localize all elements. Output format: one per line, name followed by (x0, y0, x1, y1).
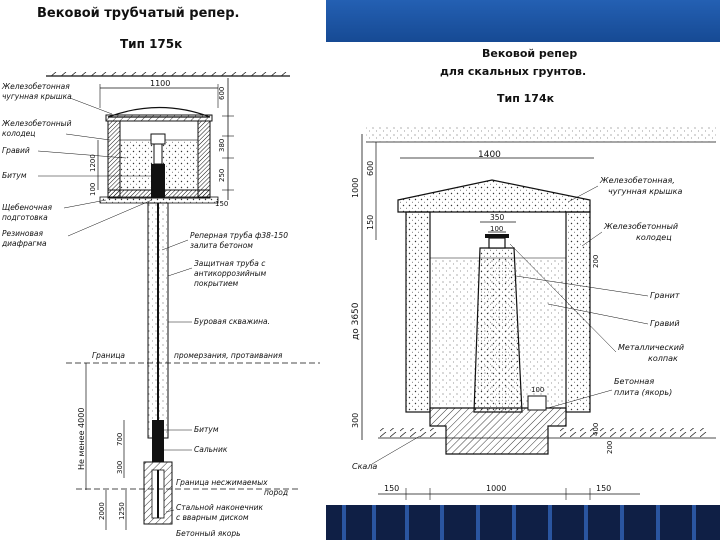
left-type: Тип 175к (120, 37, 182, 51)
label-freeze: промерзания, протаивания (174, 351, 283, 360)
label-granite: Гранит (650, 291, 680, 300)
footer-stripe (584, 505, 588, 540)
label-bitumen: Битум (2, 171, 27, 180)
dim-600: 600 (218, 87, 226, 100)
label-crushed-line2: подготовка (2, 213, 48, 222)
right-title-line1: Вековой репер (482, 47, 577, 60)
footer-stripe (440, 505, 444, 540)
dim-200-bottom: 200 (606, 441, 614, 454)
dim-1000-right: 1000 (351, 178, 360, 198)
label-gravel: Гравий (2, 146, 30, 155)
footer-stripe (405, 505, 409, 540)
label-anchor: Бетонный якорь (176, 529, 241, 538)
dim-250: 250 (218, 169, 226, 182)
dim-600-right: 600 (366, 161, 375, 176)
dim-350: 350 (490, 213, 505, 222)
label-rock: Скала (352, 462, 377, 471)
label-slab-line1: Бетонная (614, 377, 654, 386)
footer-stripe (620, 505, 624, 540)
footer-stripe (476, 505, 480, 540)
label-boundary: Граница (92, 351, 125, 360)
slide-header-band (326, 0, 720, 42)
right-labels: Железобетонная, чугунная крышка Железобе… (352, 176, 684, 471)
footer-stripe (692, 505, 696, 540)
left-drawing: Вековой трубчатый репер. Тип 175к 1100 6… (1, 6, 320, 538)
right-title-line2: для скальных грунтов. (440, 65, 586, 78)
label-cap-line1: Металлический (618, 343, 684, 352)
label-pipe-line1: Реперная труба ф38-150 (190, 231, 288, 240)
label-right-cover-line2: чугунная крышка (608, 187, 682, 196)
dim-700: 700 (116, 433, 124, 446)
dim-100: 100 (89, 183, 97, 196)
label-slab-line2: плита (якорь) (614, 388, 672, 397)
footer-stripe (548, 505, 552, 540)
label-cover-line1: Железобетонная (1, 82, 70, 91)
label-tip-line1: Стальной наконечник (176, 503, 264, 512)
dim-200-top: 200 (592, 255, 600, 268)
dim-300-right: 300 (351, 413, 360, 428)
label-cap-line2: колпак (648, 354, 678, 363)
footer-stripe (372, 505, 376, 540)
left-title: Вековой трубчатый репер. (37, 6, 239, 21)
dim-bottom-1000: 1000 (486, 484, 506, 493)
dim-100-top: 100 (490, 225, 503, 233)
dim-380: 380 (218, 139, 226, 152)
dim-2000: 2000 (98, 502, 106, 520)
dim-1200: 1200 (89, 154, 97, 172)
dim-bottom-150-right: 150 (596, 484, 611, 493)
label-protect-line2: антикоррозийным (194, 269, 267, 278)
label-bitumen-lower: Битум (194, 425, 219, 434)
dim-4000: Не менее 4000 (77, 408, 86, 470)
dim-100-bottom: 100 (531, 386, 544, 394)
label-cover-line2: чугунная крышка (2, 92, 72, 101)
dim-400: 400 (592, 423, 600, 436)
footer-stripe (342, 505, 346, 540)
dim-1100: 1100 (150, 79, 170, 88)
dim-150-right: 150 (366, 215, 375, 230)
label-protect-line3: покрытием (194, 279, 239, 288)
label-sand-line1: Граница несжимаемых (176, 478, 268, 487)
label-tip-line2: с вварным диском (176, 513, 249, 522)
label-borehole: Буровая скважина. (194, 317, 270, 326)
left-labels: Железобетонная чугунная крышка Железобет… (1, 82, 153, 248)
right-type: Тип 174к (497, 92, 555, 105)
label-right-gravel: Гравий (650, 319, 680, 328)
footer-stripe (656, 505, 660, 540)
label-crushed-line1: Щебеночная (2, 203, 52, 212)
dim-1250: 1250 (118, 502, 126, 520)
footer-stripe (512, 505, 516, 540)
label-right-well-line2: колодец (636, 233, 672, 242)
label-pipe-line2: залита бетоном (190, 241, 253, 250)
slide-footer-band (326, 505, 720, 540)
label-right-well-line1: Железобетонный (603, 222, 678, 231)
label-diaphragm-line2: диафрагма (1, 239, 47, 248)
dim-150: 150 (215, 200, 228, 208)
left-right-labels: Реперная труба ф38-150 залита бетоном За… (66, 231, 320, 538)
dim-bottom-150-left: 150 (384, 484, 399, 493)
dim-1400: 1400 (478, 150, 501, 160)
label-well-line2: колодец (2, 129, 35, 138)
label-sand-line2: пород (264, 488, 288, 497)
dim-300: 300 (116, 461, 124, 474)
label-right-cover-line1: Железобетонная, (599, 176, 675, 185)
dim-3650: до 3650 (351, 302, 361, 340)
label-diaphragm-line1: Резиновая (2, 229, 44, 238)
label-protect-line1: Защитная труба с (194, 259, 266, 268)
label-well-line1: Железобетонный (1, 119, 72, 128)
right-drawing: Вековой репер для скальных грунтов. Тип … (351, 47, 716, 500)
label-oil-seal: Сальник (194, 445, 228, 454)
